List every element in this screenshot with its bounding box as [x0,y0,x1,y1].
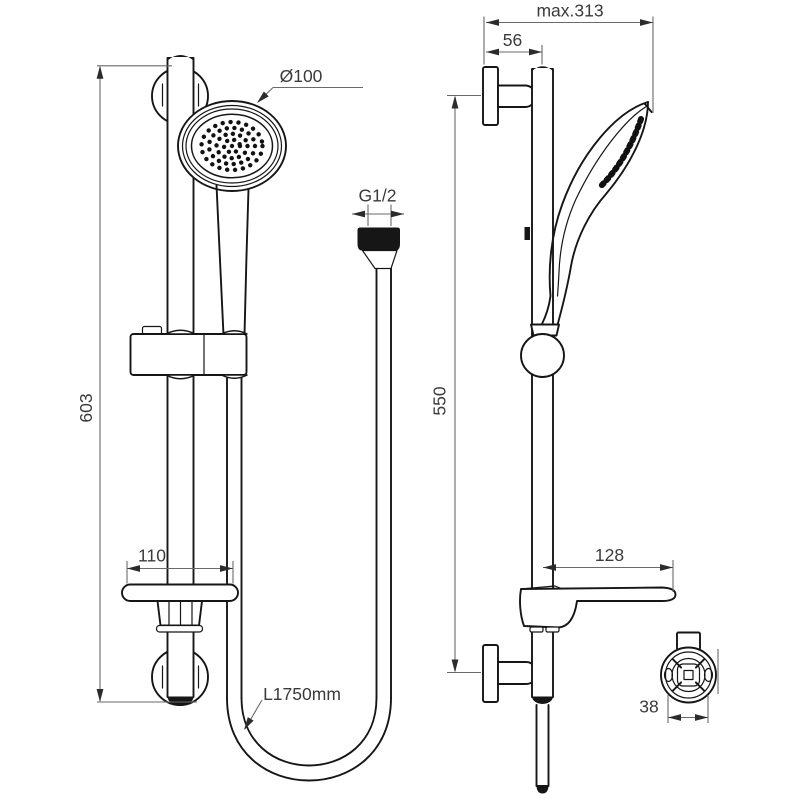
dim-label-hose-thread: G1/2 [359,186,397,206]
side-view-dimensions: max.313 56 550 128 [430,1,674,674]
wall-plate-bottom-side [482,644,499,703]
side-view: max.313 56 550 128 [430,1,677,794]
bracket-arm-top [497,84,537,108]
plate-slot-right [703,667,714,683]
wall-plate-top-side [482,66,499,126]
shower-hose-side [535,704,550,794]
dim-label-max-depth: max.313 [536,1,603,21]
dim-label-soap-dish-width: 110 [138,546,166,566]
soap-dish-front [121,583,239,633]
dim-label-plate-width: 38 [639,697,658,717]
dim-label-bracket-offset: 56 [503,30,522,50]
slider-knob-side [520,323,565,378]
mounting-plate-detail: 38 [639,631,719,723]
front-view: 603 Ø100 G1/2 110 L1750mm [76,55,404,782]
shelf-side [519,585,677,633]
dim-label-rail-height: 603 [76,393,96,422]
dim-label-shelf-depth: 128 [595,545,624,565]
hose-connector [357,227,400,270]
plate-slot-left [663,667,674,683]
dim-label-hose-length: L1750mm [263,684,341,704]
shower-head-front [177,100,287,192]
dim-label-head-diameter: Ø100 [280,66,323,86]
slide-rail-side [524,66,554,704]
shower-head-side [540,101,653,326]
shower-hose-front [226,267,392,782]
detail-dimensions: 38 [639,695,709,723]
spray-face [190,113,274,179]
shower-handle-front [215,184,250,336]
front-view-dimensions: 603 Ø100 G1/2 110 L1750mm [76,65,404,730]
slider-clamp-front [129,325,248,380]
dim-label-bracket-spacing: 550 [430,386,450,415]
plate-center-hole [683,669,694,681]
